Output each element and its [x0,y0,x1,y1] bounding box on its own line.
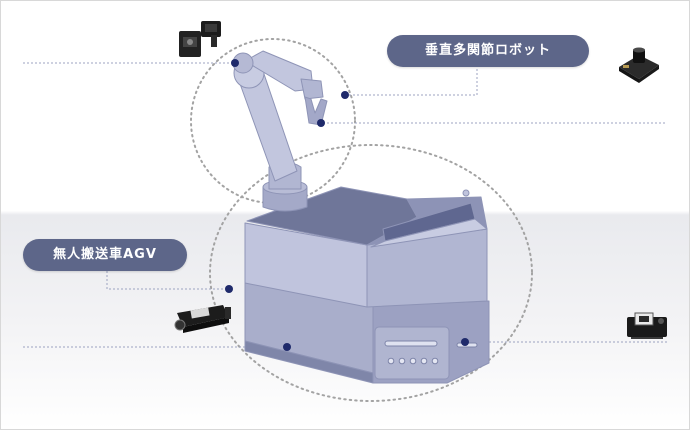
agv-robot [244,179,490,384]
callout-markers [225,59,469,351]
arm-gripper [304,96,328,126]
agv-control-panel [374,326,450,380]
agv-highlight-circle [209,144,533,402]
camera-module-icon [619,47,659,83]
ir-sensor-icon [179,21,221,57]
agv-display-slot [384,340,438,347]
marker-gripper [317,119,325,127]
marker-arm-label [341,91,349,99]
leader-lines [23,62,667,348]
laser-sensor-icon [174,305,231,333]
agv-base-bottom [244,340,374,384]
marker-agv-side [225,285,233,293]
marker-agv-front [461,338,469,346]
optical-sensor-icon [627,312,667,339]
agv-ramp-face [370,218,488,248]
agv-label: 無人搬送車AGV [23,239,187,271]
leader-line-agv-label [106,271,229,290]
marker-agv-bottom [283,343,291,351]
agv-indicator-lights [387,357,439,365]
robot-arm-label: 垂直多関節ロボット [387,35,589,67]
agv-top-sensor [462,189,470,197]
marker-arm-elbow [231,59,239,67]
leader-line-arm-label [345,67,478,96]
robot-arm [232,50,328,190]
arm-wrist [300,78,324,100]
